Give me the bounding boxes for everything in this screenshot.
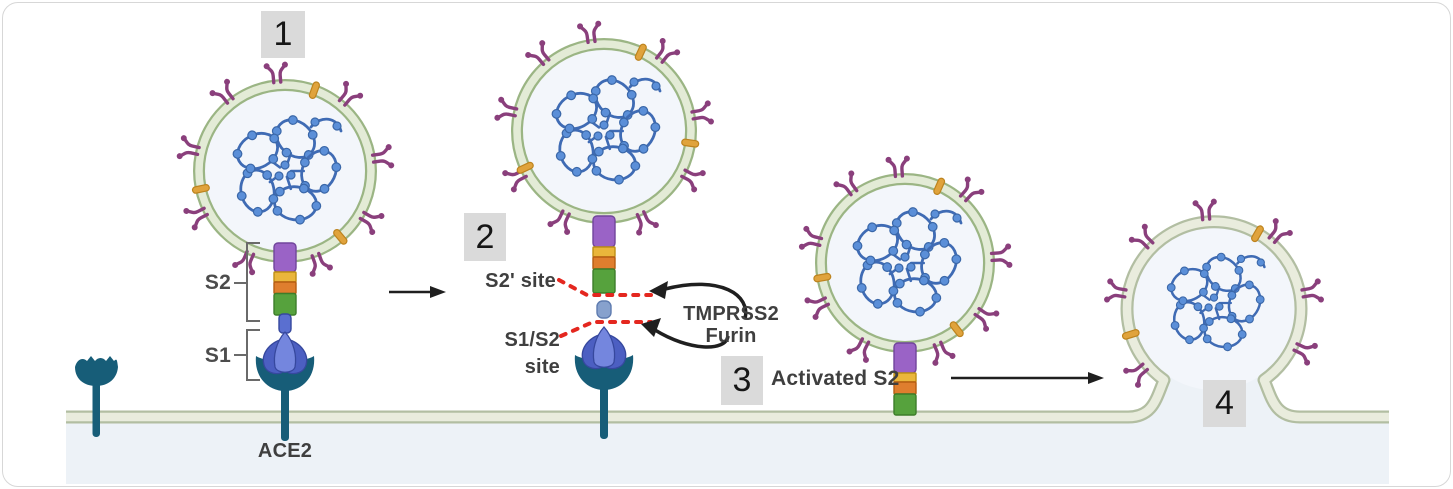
label-proteases: TMPRSS2 Furin bbox=[659, 303, 803, 347]
spike-ace2-complex-step1 bbox=[255, 242, 315, 441]
cell-membrane bbox=[66, 215, 1389, 424]
label-s1-s2-site: S1/S2 site bbox=[431, 327, 560, 381]
s1-s2-bracket bbox=[234, 242, 260, 381]
step-badge-1: 1 bbox=[261, 11, 305, 58]
label-ace2-receptor: ACE2 bbox=[257, 440, 313, 462]
label-s1-s2-site-line2: site bbox=[524, 356, 560, 378]
activated-s2-spike-step3 bbox=[893, 342, 917, 416]
diagram-scene bbox=[66, 18, 1389, 484]
virus-particle-step2 bbox=[492, 18, 717, 239]
step-badge-2: 2 bbox=[464, 213, 506, 261]
label-activated-s2: Activated S2 bbox=[771, 367, 900, 390]
step-badge-3: 3 bbox=[721, 356, 763, 405]
free-ace2-receptor bbox=[75, 356, 118, 437]
label-s2-subunit: S2 bbox=[204, 271, 231, 294]
label-s2-prime-site: S2' site bbox=[485, 270, 556, 292]
label-tmprss2: TMPRSS2 bbox=[683, 303, 779, 325]
virus-particle-step3 bbox=[796, 153, 1015, 369]
arrow-step1-to-step2 bbox=[389, 286, 446, 298]
protease-action-arrows bbox=[641, 281, 748, 349]
step-badge-4: 4 bbox=[1203, 380, 1246, 427]
label-s1-subunit: S1 bbox=[204, 344, 231, 367]
fused-virion-interior bbox=[1133, 228, 1295, 390]
label-furin: Furin bbox=[705, 325, 757, 347]
arrow-step3-to-step4 bbox=[951, 372, 1104, 384]
cleavage-site-dashes bbox=[557, 278, 653, 338]
cleaved-spike-ace2-complex-step2 bbox=[574, 215, 634, 439]
label-s1-s2-site-line1: S1/S2 bbox=[504, 329, 560, 351]
